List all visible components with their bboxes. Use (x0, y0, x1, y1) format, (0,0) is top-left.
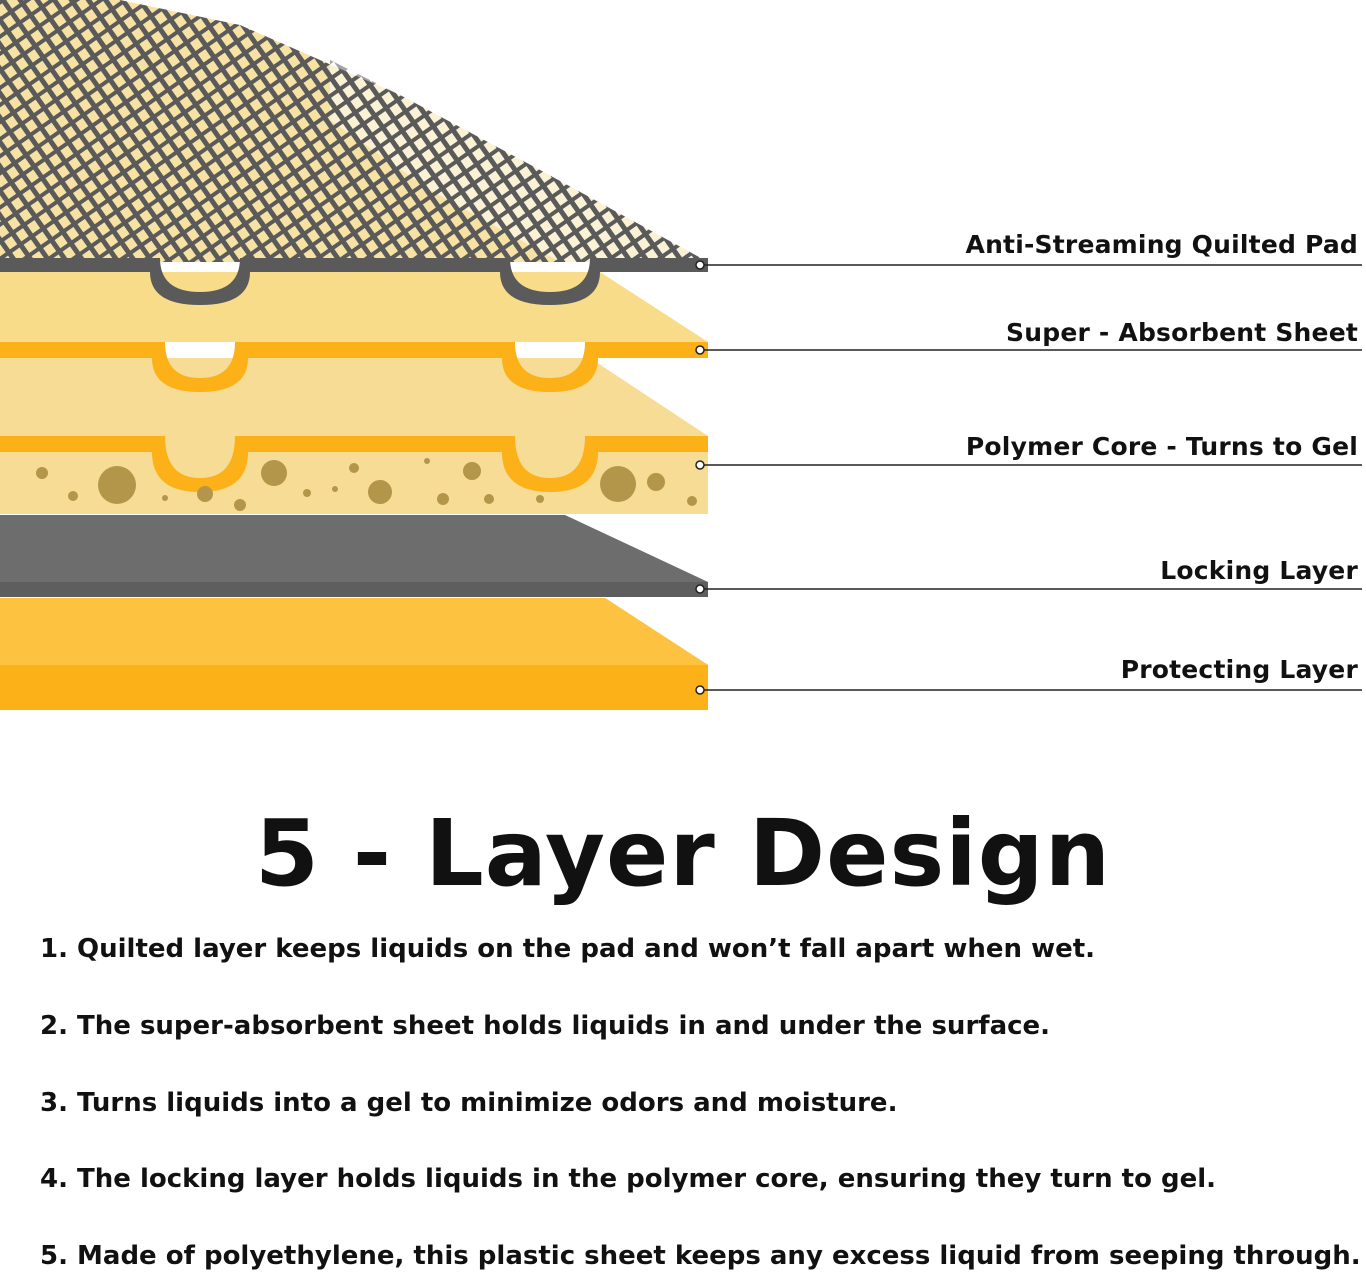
protecting-layer (0, 598, 708, 710)
label-polymer-core: Polymer Core - Turns to Gel (965, 432, 1358, 461)
gel-bubbles (36, 458, 697, 511)
feature-item-1: 1. Quilted layer keeps liquids on the pa… (40, 934, 1096, 964)
polymer-core-layer (0, 358, 708, 514)
feature-item-2: 2. The super-absorbent sheet holds liqui… (40, 1011, 1051, 1041)
leader-lines (695, 260, 1362, 695)
label-locking-layer: Locking Layer (1160, 556, 1358, 585)
feature-item-5: 5. Made of polyethylene, this plastic sh… (40, 1241, 1361, 1271)
locking-layer (0, 515, 708, 597)
feature-item-3: 3. Turns liquids into a gel to minimize … (40, 1088, 898, 1118)
quilted-pad-layer (0, 0, 708, 305)
feature-item-4: 4. The locking layer holds liquids in th… (40, 1164, 1217, 1194)
label-anti-streaming-quilted-pad: Anti-Streaming Quilted Pad (965, 230, 1358, 259)
layer-diagram-graphic (0, 0, 1362, 710)
label-super-absorbent-sheet: Super - Absorbent Sheet (1006, 318, 1358, 347)
page-title: 5 - Layer Design (254, 800, 1112, 907)
layer-diagram: Anti-Streaming Quilted Pad Super - Absor… (0, 0, 1362, 710)
label-protecting-layer: Protecting Layer (1120, 655, 1358, 684)
